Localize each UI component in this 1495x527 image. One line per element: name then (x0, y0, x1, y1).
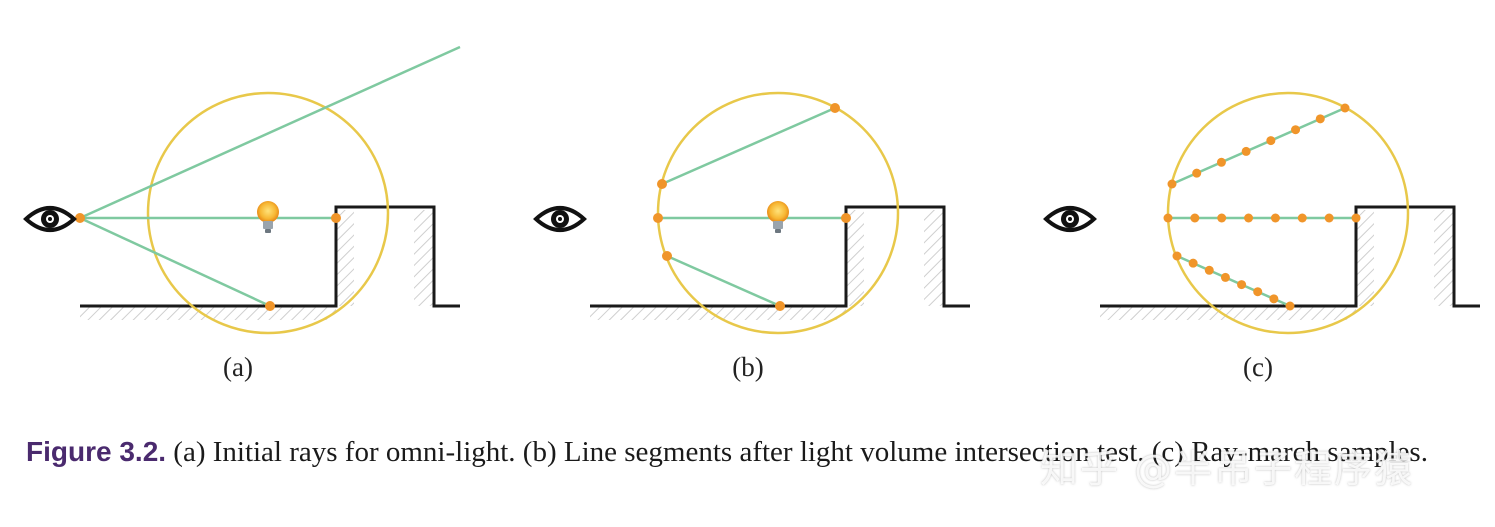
segment-point (830, 103, 840, 113)
segment-point (775, 301, 785, 311)
sample-point (1237, 280, 1247, 290)
sample-point (1172, 251, 1182, 261)
floor-hatching (590, 210, 944, 320)
floor-hatching (80, 210, 434, 320)
sample-point (1340, 103, 1350, 113)
sample-point (1351, 213, 1361, 223)
segment-bottom (666, 254, 781, 308)
segment-point (653, 213, 663, 223)
panel-b (533, 91, 970, 335)
sample-point (1253, 287, 1263, 297)
segment-top (661, 106, 836, 186)
segment-point (657, 179, 667, 189)
sample-point (1192, 168, 1202, 178)
hit-point-wall (331, 213, 341, 223)
figure-caption: Figure 3.2. (a) Initial rays for omni-li… (26, 432, 1481, 472)
sample-point (1266, 136, 1276, 146)
eye-icon (23, 206, 77, 232)
panel-b-label: (b) (732, 352, 764, 382)
sample-point (1217, 213, 1227, 223)
sample-point (1220, 272, 1230, 282)
ray-origin-point (75, 213, 85, 223)
caption-text: (a) Initial rays for omni-light. (b) Lin… (166, 436, 1428, 468)
sample-point (1167, 179, 1177, 189)
segment-point (662, 251, 672, 261)
sample-point (1241, 146, 1251, 156)
light-bulb-icon (767, 201, 789, 233)
wall-profile (590, 205, 970, 308)
figure-label: Figure 3.2. (26, 436, 167, 467)
sample-point (1188, 258, 1198, 268)
panel-a-label: (a) (223, 352, 253, 382)
hit-point-floor (265, 301, 275, 311)
panel-c-label: (c) (1243, 352, 1273, 382)
sample-point (1270, 213, 1280, 223)
segment-point (841, 213, 851, 223)
sample-point (1190, 213, 1200, 223)
panel-a (23, 45, 461, 335)
sample-point (1244, 213, 1254, 223)
wall-profile (80, 205, 460, 308)
light-volume-circle (1166, 91, 1410, 335)
eye-icon (533, 206, 587, 232)
ray-march-samples (1163, 103, 1361, 311)
sample-point (1216, 157, 1226, 167)
eye-icon (1043, 206, 1097, 232)
sample-point (1269, 294, 1279, 304)
sample-point (1291, 125, 1301, 135)
light-volume-circle (146, 91, 390, 335)
figure-3-2 (23, 45, 1480, 335)
floor-hatching (1100, 210, 1454, 320)
sample-point (1163, 213, 1173, 223)
ray-bottom (79, 216, 271, 308)
sample-point (1204, 265, 1214, 275)
sample-point (1285, 301, 1295, 311)
light-bulb-icon (257, 201, 279, 233)
sample-point (1315, 114, 1325, 124)
sample-point (1297, 213, 1307, 223)
watermark: 知乎 @半吊子程序猿 (1040, 447, 1415, 491)
panel-c (1043, 91, 1480, 335)
sample-point (1324, 213, 1334, 223)
wall-profile (1100, 205, 1480, 308)
ray-top (79, 45, 461, 220)
